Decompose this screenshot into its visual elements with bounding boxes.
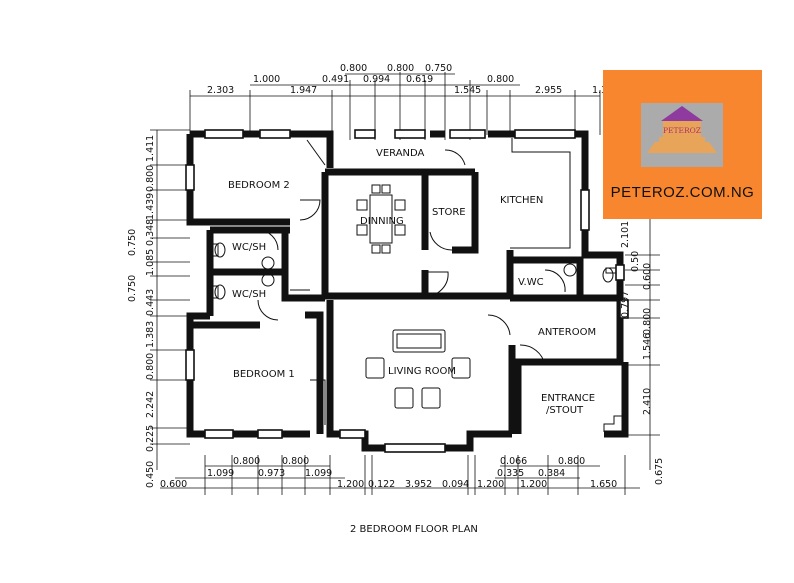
dim-bottom-12: 0.122 [368, 479, 395, 490]
dim-top-1: 0.800 [340, 63, 367, 74]
dim-top-9: 2.303 [207, 85, 234, 96]
label-kitchen: KITCHEN [500, 195, 543, 206]
dim-left-6: 1.085 [145, 249, 156, 276]
dim-bottom-17: 1.650 [590, 479, 617, 490]
dim-top-10: 1.947 [290, 85, 317, 96]
dim-left-10: 0.800 [145, 353, 156, 380]
dim-left-13: 0.450 [145, 461, 156, 488]
dim-right-8: 0.675 [654, 458, 665, 485]
label-veranda: VERANDA [376, 148, 425, 159]
dim-left-5: 0.750 [127, 229, 138, 256]
dim-bottom-9: 0.384 [538, 468, 565, 479]
dining-table [356, 184, 406, 254]
fixtures [212, 242, 617, 300]
dim-right-7: 2.410 [642, 388, 653, 415]
dim-left-8: 0.443 [145, 289, 156, 316]
top-dimension-lines [189, 72, 601, 140]
dim-bottom-13: 3.952 [405, 479, 432, 490]
label-stout: /STOUT [546, 405, 584, 416]
dim-bottom-15: 1.200 [477, 479, 504, 490]
dim-top-5: 0.491 [322, 74, 349, 85]
dim-bottom-2: 0.800 [282, 456, 309, 467]
label-dining: DINNING [360, 216, 404, 227]
dim-left-4: 0.348 [145, 219, 156, 246]
logo-badge-text: PETEROZ [663, 126, 701, 135]
dim-bottom-8: 0.335 [497, 468, 524, 479]
dim-left-1: 1.411 [145, 135, 156, 162]
logo-panel: PETEROZ PETEROZ.COM.NG [603, 70, 762, 219]
dim-left-12: 0.225 [145, 425, 156, 452]
label-vwc: V.WC [518, 277, 544, 288]
dim-top-11: 1.545 [454, 85, 481, 96]
left-dimension-lines [150, 129, 190, 470]
dim-top-7: 0.619 [406, 74, 433, 85]
dim-right-2: 0.50 [630, 251, 641, 272]
windows [185, 129, 629, 453]
dim-top-2: 0.800 [387, 63, 414, 74]
doors [257, 139, 566, 425]
dim-bottom-7: 1.099 [305, 468, 332, 479]
drawing-caption: 2 BEDROOM FLOOR PLAN [350, 524, 478, 535]
label-wc-sh-lower: WC/SH [232, 289, 266, 300]
label-anteroom: ANTEROOM [538, 327, 596, 338]
dim-bottom-16: 1.200 [520, 479, 547, 490]
dim-left-2: 0.800 [145, 165, 156, 192]
dim-right-6: 1.546 [642, 333, 653, 360]
label-wc-sh-upper: WC/SH [232, 242, 266, 253]
bottom-dimension-lines [160, 455, 640, 495]
label-bedroom-1: BEDROOM 1 [233, 369, 295, 380]
entrance-steps [603, 415, 624, 432]
label-store: STORE [432, 207, 466, 218]
dim-bottom-6: 0.973 [258, 468, 285, 479]
dim-right-1: 2.101 [620, 221, 631, 248]
dim-bottom-11: 1.200 [337, 479, 364, 490]
dim-bottom-1: 0.800 [233, 456, 260, 467]
house-logo-icon: PETEROZ [647, 106, 717, 153]
dim-top-12: 2.955 [535, 85, 562, 96]
dim-right-4: 0.797 [620, 291, 631, 318]
dim-bottom-4: 0.800 [558, 456, 585, 467]
dim-right-3: 0.600 [642, 263, 653, 290]
dim-left-11: 2.242 [145, 391, 156, 418]
living-room-furniture [365, 329, 471, 409]
dim-top-6: 0.994 [363, 74, 390, 85]
dim-bottom-14: 0.094 [442, 479, 469, 490]
kitchen-counter [510, 138, 571, 249]
site-url-text: PETEROZ.COM.NG [610, 184, 755, 201]
label-entrance: ENTRANCE [541, 393, 595, 404]
dim-top-4: 1.000 [253, 74, 280, 85]
label-living-room: LIVING ROOM [388, 366, 456, 377]
dim-bottom-3: 0.066 [500, 456, 527, 467]
dim-bottom-5: 1.099 [207, 468, 234, 479]
dim-left-3: 1.439 [145, 193, 156, 220]
dim-right-5: 0.800 [642, 308, 653, 335]
dim-top-8: 0.800 [487, 74, 514, 85]
logo-tile: PETEROZ [641, 103, 723, 167]
dim-top-3: 0.750 [425, 63, 452, 74]
dim-left-9: 1.383 [145, 321, 156, 348]
dim-bottom-10: 0.600 [160, 479, 187, 490]
dim-left-7: 0.750 [127, 275, 138, 302]
label-bedroom-2: BEDROOM 2 [228, 180, 290, 191]
